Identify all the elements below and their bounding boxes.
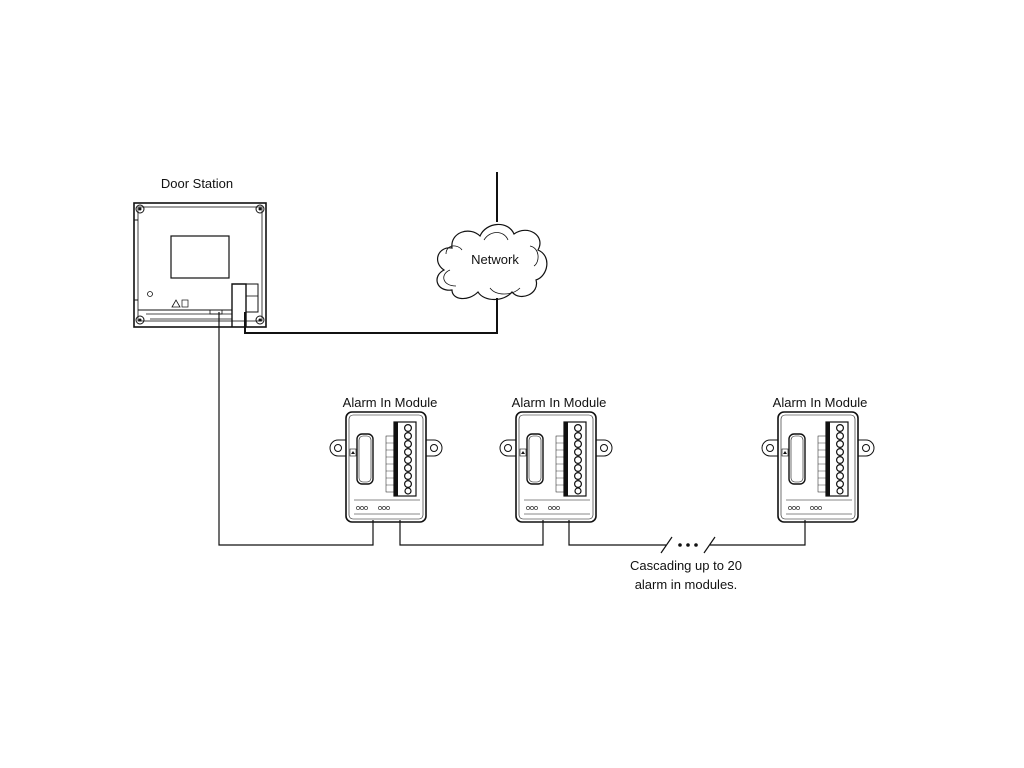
cascade-note-line-2: alarm in modules. bbox=[635, 577, 738, 592]
wiring bbox=[218, 172, 806, 554]
alarm-in-module-1 bbox=[329, 411, 443, 523]
module-2-label: Alarm In Module bbox=[512, 395, 607, 410]
cascade-note-line-1: Cascading up to 20 bbox=[630, 558, 742, 573]
module-1-label: Alarm In Module bbox=[343, 395, 438, 410]
alarm-in-module-2 bbox=[499, 411, 613, 523]
alarm-in-module-3 bbox=[761, 411, 875, 523]
door-station-label: Door Station bbox=[161, 176, 233, 191]
door-station-device bbox=[133, 202, 267, 328]
network-label: Network bbox=[471, 252, 519, 267]
network-cloud bbox=[436, 223, 548, 301]
module-3-label: Alarm In Module bbox=[773, 395, 868, 410]
